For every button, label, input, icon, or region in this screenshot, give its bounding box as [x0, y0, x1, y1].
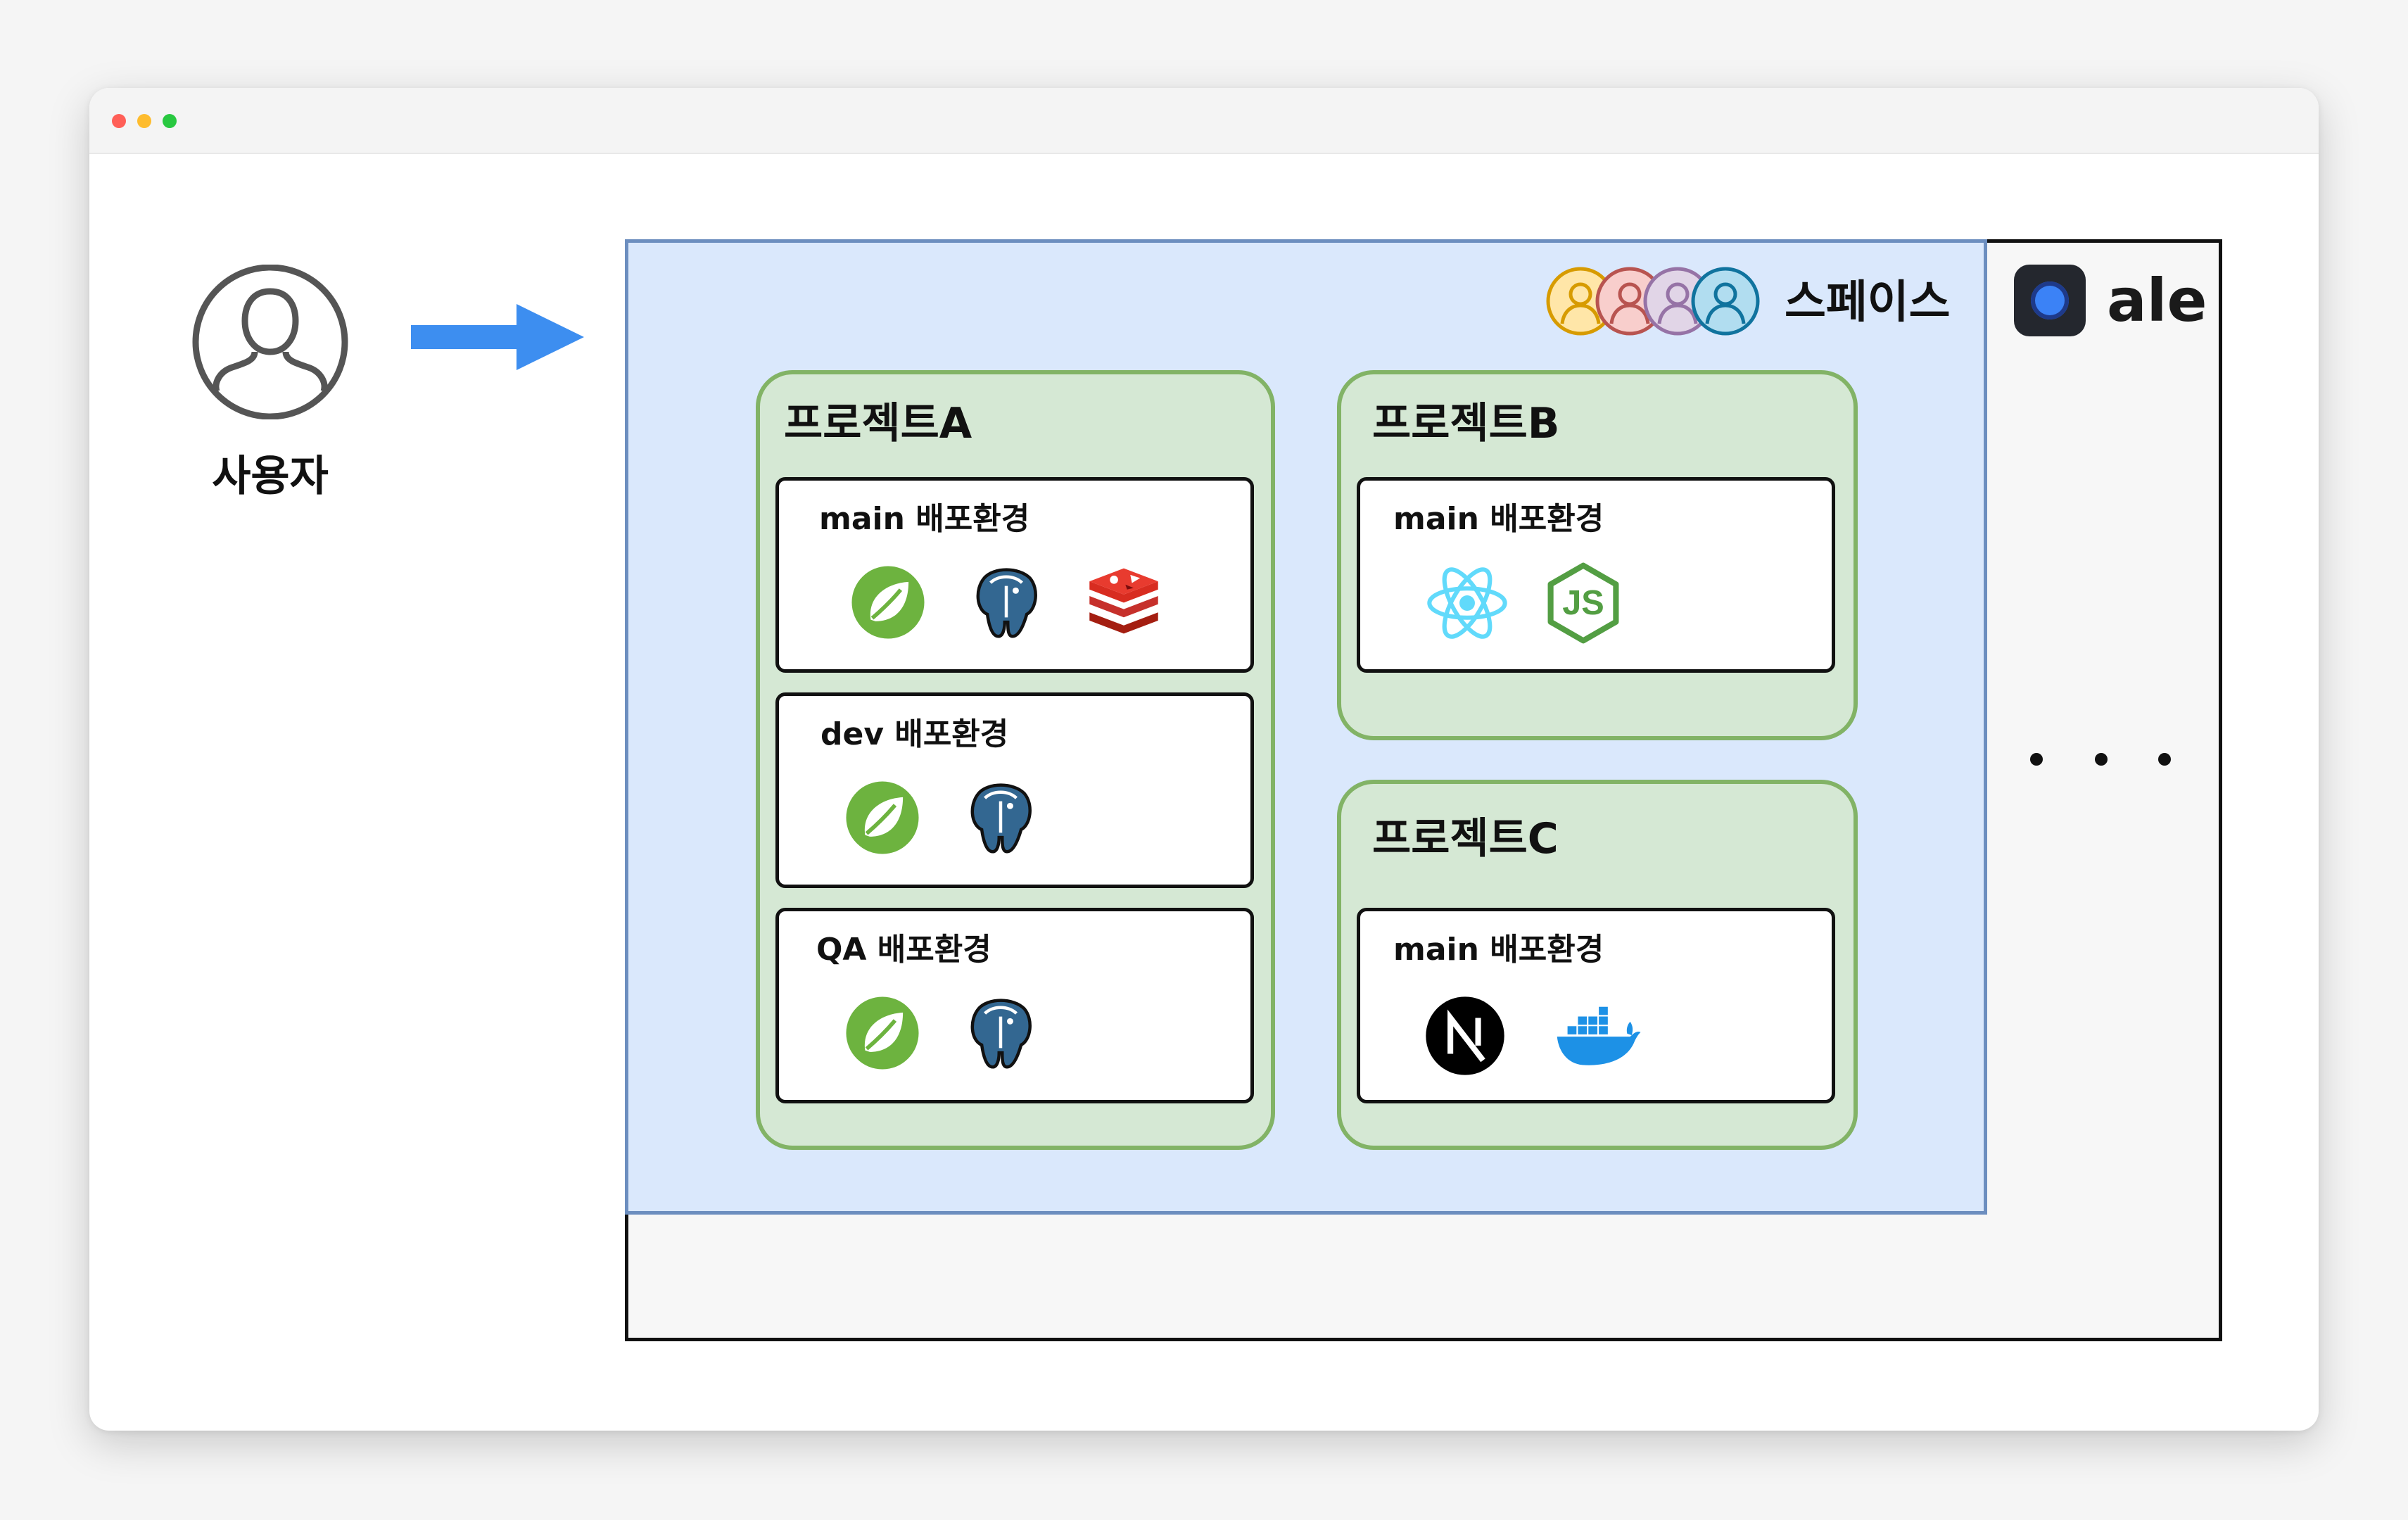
- platform-name: ale: [2107, 266, 2207, 335]
- spring-icon: [843, 994, 922, 1072]
- close-window-dot[interactable]: [112, 114, 126, 128]
- space-label: 스페이스: [1785, 277, 1951, 329]
- env-c-main-title: main 배포환경: [1393, 932, 1604, 968]
- project-b-title: 프로젝트B: [1372, 399, 1560, 448]
- maximize-window-dot[interactable]: [163, 114, 177, 128]
- nodejs-icon: [1542, 559, 1624, 647]
- user-label: 사용자: [212, 452, 329, 501]
- arrow-icon: [411, 304, 584, 370]
- ale-logo-icon: [2014, 265, 2086, 336]
- env-a-dev-title: dev 배포환경: [820, 716, 1009, 752]
- postgresql-icon: [961, 775, 1040, 859]
- project-a-title: 프로젝트A: [784, 399, 972, 448]
- user-icon: [192, 265, 348, 419]
- env-a-main-title: main 배포환경: [819, 501, 1030, 537]
- postgresql-icon: [961, 991, 1040, 1074]
- env-a-qa-title: QA 배포환경: [816, 932, 991, 968]
- project-c-title: 프로젝트C: [1372, 814, 1559, 863]
- nextjs-icon: [1424, 995, 1506, 1077]
- postgresql-icon: [967, 560, 1046, 643]
- env-c-main-card[interactable]: [1357, 908, 1835, 1103]
- docker-icon: [1550, 998, 1645, 1072]
- spring-icon: [843, 778, 922, 857]
- redis-icon: [1077, 560, 1171, 642]
- spring-icon: [849, 563, 927, 642]
- ellipsis-icon: [2030, 753, 2171, 766]
- minimize-window-dot[interactable]: [137, 114, 151, 128]
- window-titlebar: [89, 88, 2319, 154]
- space-members-icon: [1546, 267, 1760, 336]
- react-icon: [1421, 560, 1513, 646]
- env-b-main-title: main 배포환경: [1393, 501, 1604, 537]
